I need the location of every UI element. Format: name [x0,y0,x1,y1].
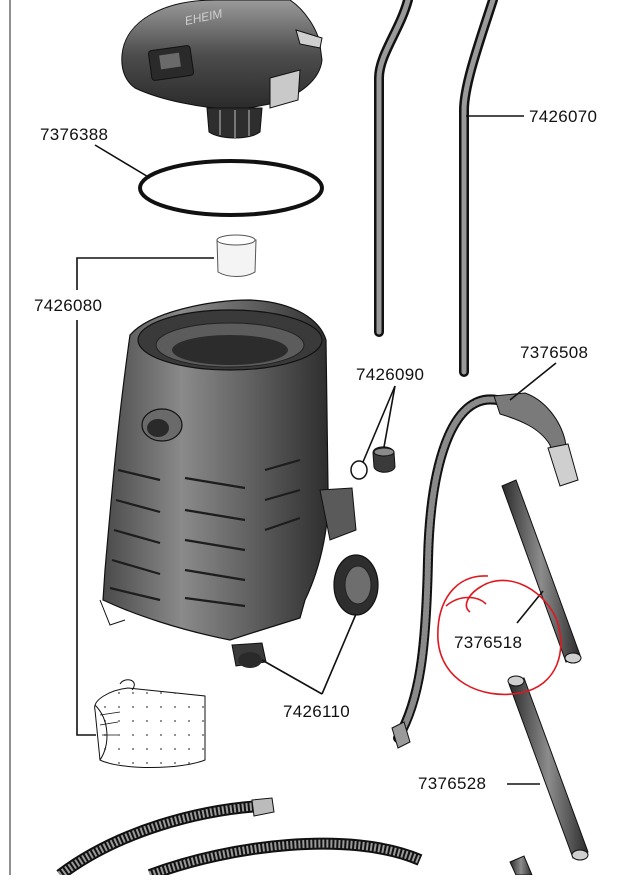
lid-motor-head: EHEIM [121,0,323,139]
bottom-hose-partial [56,797,423,880]
leader-lines [76,115,557,785]
leader-7376518 [516,590,544,624]
leader-7426110-a [321,613,357,695]
container-body [99,299,379,668]
part-label-7376388: 7376388 [40,125,109,144]
leader-7376508 [509,362,557,401]
part-label-7376508: 7376508 [520,343,589,362]
tube-partial-bottom [509,855,533,876]
connector-set [350,446,396,480]
leader-7426090-a [383,385,396,448]
part-label-7426080: 7426080 [34,296,103,315]
part-label-7426090: 7426090 [356,365,425,384]
part-label-7426110: 7426110 [283,702,351,721]
part-label-7376528: 7376528 [418,774,487,793]
handle-bars [374,0,498,377]
lid-seal-ring [138,159,324,217]
suction-tube-upper [501,479,582,664]
annotation-circle [437,575,562,696]
suction-hose [391,392,579,749]
filter-insert-part [216,234,257,277]
part-label-7376518: 7376518 [454,633,523,652]
leader-7426090-b [362,385,396,463]
leader-7376388 [94,144,151,179]
dust-bag [94,679,206,768]
leader-7426080-bottom [76,320,96,736]
part-label-7426070: 7426070 [529,107,598,126]
leader-7426080-top [76,257,214,290]
leader-7426110-b [261,659,323,695]
suction-tube-lower [507,675,589,861]
